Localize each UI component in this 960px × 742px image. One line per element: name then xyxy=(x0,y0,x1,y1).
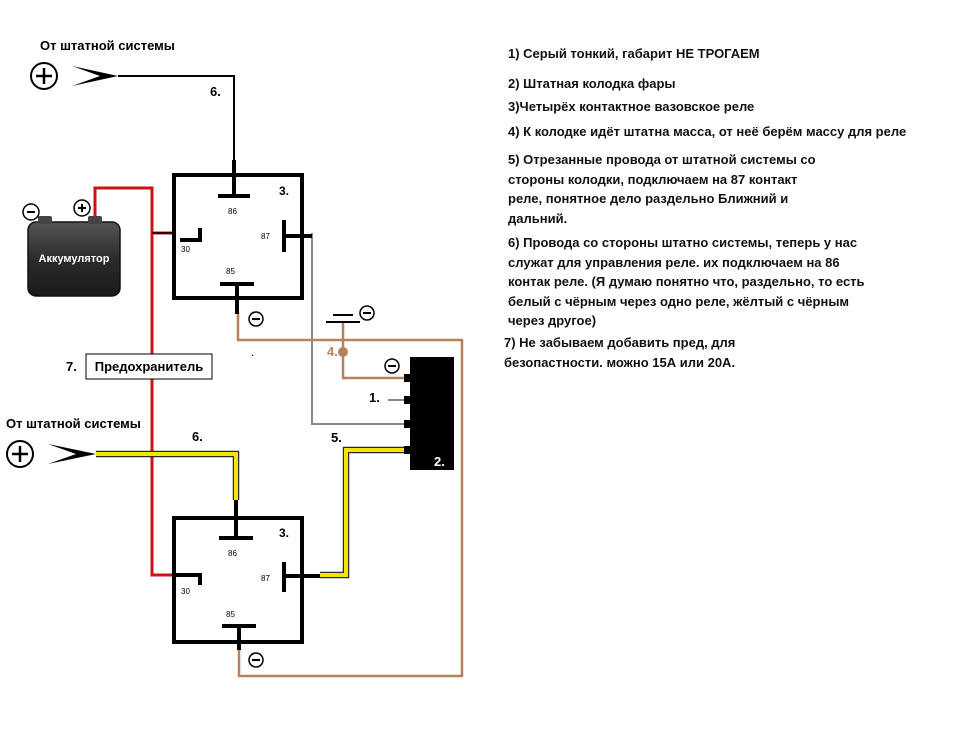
battery-label: Аккумулятор xyxy=(39,253,110,265)
headlight-connector xyxy=(410,357,454,470)
battery-terminal-positive xyxy=(88,216,102,224)
source-top-label: От штатной системы xyxy=(40,38,175,53)
relay-bottom-label-87: 87 xyxy=(261,574,270,583)
relay-bottom-label-86: 86 xyxy=(228,549,237,558)
source-bottom-label: От штатной системы xyxy=(6,416,141,431)
arrow-right-icon xyxy=(48,444,96,464)
note-1: 1) Серый тонкий, габарит НЕ ТРОГАЕМ xyxy=(508,46,760,61)
connector-num: 2. xyxy=(434,454,445,469)
relay-top-num: 3. xyxy=(279,184,289,198)
wire-battery-positive xyxy=(93,186,172,577)
note-4: 4) К колодке идёт штатна масса, от неё б… xyxy=(508,124,907,139)
wire-ground-connector xyxy=(341,322,406,380)
note-2: 2) Штатная колодка фары xyxy=(508,76,676,91)
note-7: 7) Не забываем добавить пред, для безопа… xyxy=(504,335,736,370)
fuse-label: Предохранитель xyxy=(95,359,203,374)
relay-top-label-30: 30 xyxy=(181,245,190,254)
wire-5 xyxy=(320,448,406,577)
fuse-box xyxy=(85,353,213,380)
relay-top-pin-30 xyxy=(180,228,202,242)
note-5: 5) Отрезанные провода от штатной системы… xyxy=(508,152,816,226)
wire-relay-top-87 xyxy=(311,233,406,425)
wire-6-bottom-edge xyxy=(96,450,240,500)
fuse-num: 7. xyxy=(66,359,77,374)
battery xyxy=(27,221,121,297)
arrow-right-icon xyxy=(72,66,118,86)
battery-terminal-negative xyxy=(38,216,52,224)
relay-bottom-label-30: 30 xyxy=(181,587,190,596)
connector-pin xyxy=(404,374,412,382)
stray-dot: . xyxy=(251,345,254,359)
relay-bottom-label-85: 85 xyxy=(226,610,235,619)
connector-pin xyxy=(404,396,412,404)
connector-pin xyxy=(404,446,412,454)
wire-6-bottom xyxy=(96,452,238,500)
ground-num: 4. xyxy=(327,344,338,359)
wire-6-top xyxy=(118,75,235,160)
wire-ground-relay-top xyxy=(236,312,464,668)
connector-pin xyxy=(404,420,412,428)
relay-top-label-86: 86 xyxy=(228,207,237,216)
note-3: 3)Четырёх контактное вазовское реле xyxy=(508,99,755,114)
relay-bottom-num: 3. xyxy=(279,526,289,540)
ground-junction xyxy=(338,347,348,357)
relay-bottom-pin-30 xyxy=(172,573,202,585)
wire-1-num: 1. xyxy=(369,390,380,405)
wire-ground-relay-bottom xyxy=(237,645,464,678)
relay-top-label-85: 85 xyxy=(226,267,235,276)
wire-6-bottom-label: 6. xyxy=(192,429,203,444)
relay-top-label-87: 87 xyxy=(261,232,270,241)
wire-5-num: 5. xyxy=(331,430,342,445)
wire-6-top-label: 6. xyxy=(210,84,221,99)
wire-5-edge xyxy=(320,446,406,579)
note-6: 6) Провода со стороны штатно системы, те… xyxy=(508,235,865,328)
